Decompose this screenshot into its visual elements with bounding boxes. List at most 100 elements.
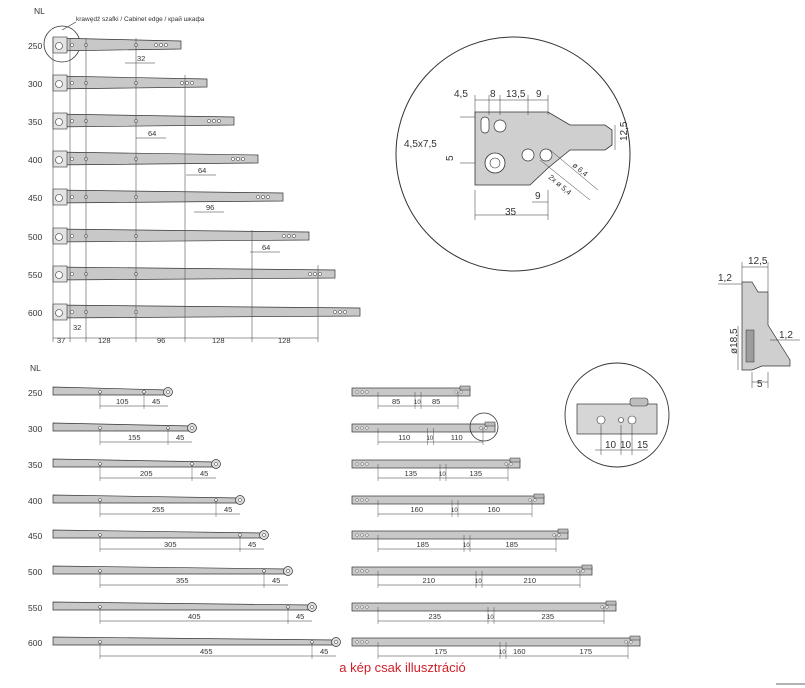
screw-hole <box>287 234 291 238</box>
screw-hole <box>355 498 359 502</box>
nl-header-bottom: NL <box>30 363 41 373</box>
small-dim-10-b: 10 <box>620 440 632 451</box>
dim-128-b: 128 <box>212 336 225 345</box>
top-inner-dim: 32 <box>137 54 145 63</box>
top-bottom-dimensions: 37 32 128 96 128 128 <box>57 323 291 345</box>
screw-hole <box>355 569 359 573</box>
right-dim-c: 160 <box>513 647 526 656</box>
screw-hole <box>454 390 458 394</box>
screw-hole <box>338 310 342 314</box>
mount-hole <box>55 194 63 202</box>
right-rail <box>351 530 569 540</box>
right-dim-mid: 10 <box>475 579 482 585</box>
screw-hole <box>333 310 337 314</box>
right-dim-mid: 10 <box>487 615 494 621</box>
detail-dim-5: 5 <box>445 155 456 161</box>
screw-hole <box>70 234 74 238</box>
left-dim-a: 205 <box>140 469 153 478</box>
left-dim-b: 45 <box>152 397 160 406</box>
top-rail <box>52 113 235 128</box>
top-row-label: 300 <box>28 79 42 89</box>
detail-dim-13-5: 13,5 <box>506 89 526 100</box>
right-rail <box>351 602 617 612</box>
screw-hole <box>360 533 364 537</box>
bottom-row-label: 350 <box>28 460 42 470</box>
screw-hole <box>576 569 580 573</box>
screw-hole <box>365 640 369 644</box>
bottom-row-label: 600 <box>28 638 42 648</box>
nl-header: NL <box>34 6 45 16</box>
screw-hole <box>459 390 463 394</box>
screw-hole <box>600 605 604 609</box>
top-row-label: 250 <box>28 41 42 51</box>
zoom-indicator-circle <box>469 412 499 442</box>
right-rail <box>351 459 521 469</box>
right-dim-mid: 10 <box>463 543 470 549</box>
mount-hole <box>55 80 63 88</box>
profile-dim-5: 5 <box>757 379 763 390</box>
bracket-detail: 4,5 8 13,5 9 4,5x7,5 5 12,5 35 9 2x ø 5,… <box>395 36 631 272</box>
right-rail <box>351 387 471 397</box>
dim-37: 37 <box>57 336 65 345</box>
screw-hole <box>360 426 364 430</box>
side-profile: 12,5 1,2 1,2 ø18,5 5 <box>718 256 800 390</box>
bottom-row-label: 300 <box>28 424 42 434</box>
profile-dim-1-2-right: 1,2 <box>779 330 793 341</box>
screw-hole <box>365 426 369 430</box>
screw-hole <box>355 426 359 430</box>
right-dim-a: 85 <box>392 397 400 406</box>
top-inner-dim: 64 <box>198 166 206 175</box>
screw-hole <box>266 195 270 199</box>
screw-hole <box>154 43 158 47</box>
detail-dim-8: 8 <box>490 89 496 100</box>
left-dim-b: 45 <box>248 540 256 549</box>
left-dim-a: 355 <box>176 576 189 585</box>
right-dim-a: 135 <box>405 469 418 478</box>
right-dim-b: 175 <box>580 647 593 656</box>
left-dim-a: 155 <box>128 433 141 442</box>
screw-hole <box>360 605 364 609</box>
left-rail <box>52 601 313 611</box>
mount-hole <box>55 118 63 126</box>
left-rail <box>52 636 337 646</box>
screw-hole <box>212 119 216 123</box>
dim-128-a: 128 <box>98 336 111 345</box>
mount-hole <box>55 309 63 317</box>
right-dim-a: 175 <box>435 647 448 656</box>
right-dim-mid: 10 <box>414 400 421 406</box>
screw-hole <box>261 195 265 199</box>
mount-hole <box>55 233 63 241</box>
screw-hole <box>360 462 364 466</box>
bottom-row-label: 250 <box>28 388 42 398</box>
screw-hole <box>355 533 359 537</box>
screw-hole <box>360 390 364 394</box>
right-dim-b: 110 <box>451 433 463 442</box>
detail-dim-4-5x7-5: 4,5x7,5 <box>404 139 437 150</box>
top-rail <box>52 75 208 90</box>
right-dim-a: 210 <box>423 576 436 585</box>
screw-hole <box>70 81 74 85</box>
screw-hole <box>624 640 628 644</box>
screw-hole <box>552 533 556 537</box>
right-rail <box>351 495 545 505</box>
screw-hole <box>355 390 359 394</box>
screw-hole <box>605 605 609 609</box>
left-rail <box>52 565 289 575</box>
dim-96: 96 <box>157 336 165 345</box>
right-dim-a: 185 <box>417 540 430 549</box>
mount-hole <box>55 271 63 279</box>
screw-hole <box>484 426 488 430</box>
left-dim-b: 45 <box>200 469 208 478</box>
top-row-label: 350 <box>28 117 42 127</box>
top-row-label: 500 <box>28 232 42 242</box>
right-dim-a: 110 <box>398 433 410 442</box>
screw-hole <box>207 119 211 123</box>
detail-dim-9b: 9 <box>535 191 541 202</box>
screw-hole <box>241 157 245 161</box>
top-row-label: 450 <box>28 193 42 203</box>
right-dim-mid: 10 <box>439 472 446 478</box>
screw-hole <box>231 157 235 161</box>
